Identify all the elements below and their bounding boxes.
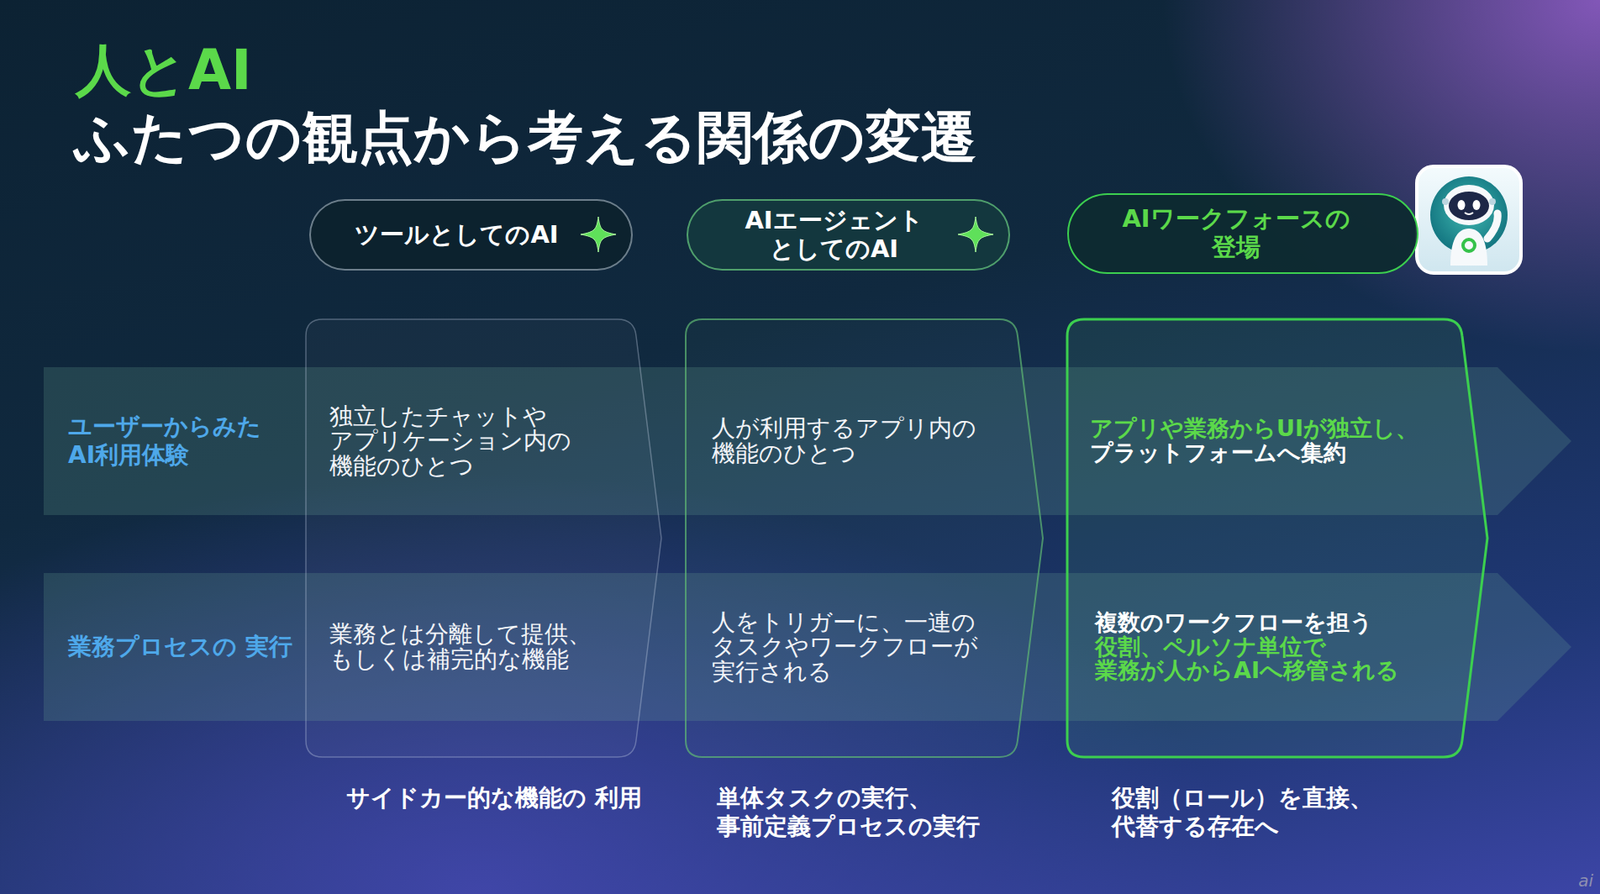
band-label: 業務プロセスの 実行: [68, 632, 295, 662]
stage-column: 役割（ロール）を直接、 代替する存在へアプリや業務からUIが独立し、プラットフォ…: [1067, 319, 1488, 758]
cell-text: 独立したチャットや アプリケーション内の 機能のひとつ: [329, 404, 641, 479]
stage-header-pill: AIエージェント としてのAI: [686, 199, 1011, 271]
cell-text: 複数のワークフローを担う: [1094, 610, 1474, 636]
column-outline: [685, 319, 1043, 758]
robot-icon: [1416, 166, 1522, 274]
column-outline: [1067, 319, 1488, 758]
watermark: ai: [1578, 871, 1594, 891]
stage-header-pill: AIワークフォースの 登場: [1067, 193, 1419, 274]
sparkle-icon: [956, 215, 995, 254]
column-chevron: [305, 319, 662, 758]
column-chevron: [685, 319, 1043, 758]
stage-column: サイドカー的な機能の 利用独立したチャットや アプリケーション内の 機能のひとつ…: [305, 319, 662, 758]
cell-text: 役割、ペルソナ単位で 業務が人からAIへ移管される: [1094, 635, 1474, 684]
description-cell: 複数のワークフローを担う役割、ペルソナ単位で 業務が人からAIへ移管される: [1094, 573, 1474, 722]
description-cell: アプリや業務からUIが独立し、プラットフォームへ集約: [1089, 367, 1473, 516]
band-label: ユーザーからみた AI利用体験: [68, 412, 295, 469]
description-cell: 人をトリガーに、一連の タスクやワークフローが 実行される: [711, 573, 1025, 722]
stage-column: 単体タスクの実行、 事前定義プロセスの実行人が利用するアプリ内の 機能のひとつ人…: [685, 319, 1043, 758]
sparkle-shape: [957, 216, 994, 253]
description-cell: 業務とは分離して提供、 もしくは補完的な機能: [329, 573, 641, 722]
column-caption: サイドカー的な機能の 利用: [346, 784, 683, 813]
description-cell: 人が利用するアプリ内の 機能のひとつ: [711, 367, 1025, 516]
subtitle: ふたつの観点から考える関係の変遷: [73, 105, 977, 170]
column-outline: [305, 319, 662, 758]
header-text: AIエージェント としてのAI: [708, 206, 960, 264]
description-cell: 独立したチャットや アプリケーション内の 機能のひとつ: [329, 367, 641, 516]
sparkle-icon: [578, 215, 618, 254]
column-caption: 役割（ロール）を直接、 代替する存在へ: [1111, 784, 1448, 841]
sparkle-shape: [580, 216, 616, 253]
header-text: AIワークフォースの 登場: [1110, 205, 1363, 263]
cell-text: プラットフォームへ集約: [1089, 441, 1473, 466]
title: 人とAI: [75, 38, 253, 103]
column-chevron: [1067, 319, 1488, 758]
header-text: ツールとしてのAI: [354, 221, 558, 250]
cell-text: 業務とは分離して提供、 もしくは補完的な機能: [329, 621, 641, 672]
cell-text: アプリや業務からUIが独立し、: [1089, 416, 1473, 442]
cell-text: 人をトリガーに、一連の タスクやワークフローが 実行される: [711, 610, 1025, 685]
column-caption: 単体タスクの実行、 事前定義プロセスの実行: [716, 784, 1053, 841]
cell-text: 人が利用するアプリ内の 機能のひとつ: [711, 415, 1025, 466]
stage-header-pill: ツールとしてのAI: [309, 199, 633, 271]
